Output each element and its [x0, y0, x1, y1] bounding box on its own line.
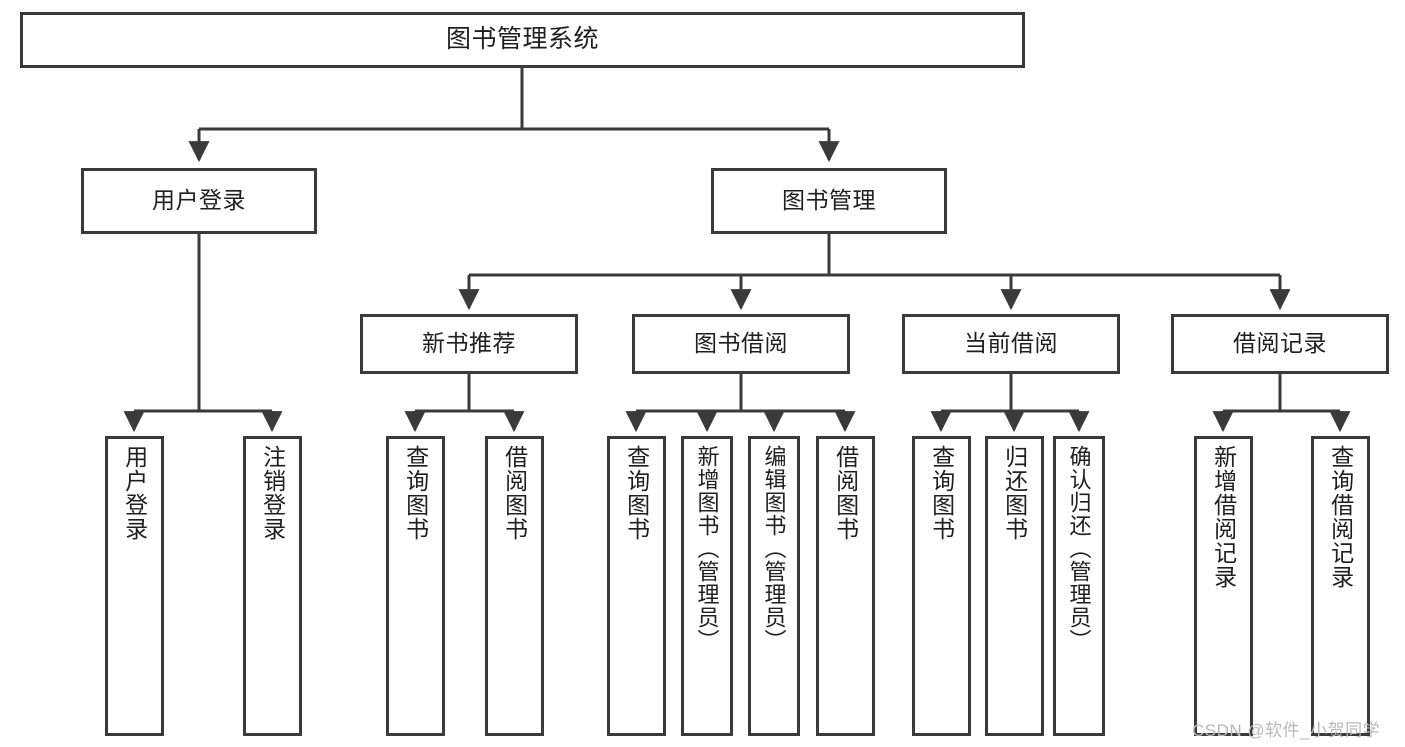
node-leaf-query-record-label: 查询借阅记录: [1327, 445, 1354, 589]
node-leaf-add-record[interactable]: 新增借阅记录: [1194, 436, 1253, 736]
node-leaf-query-book-2-label: 查询图书: [623, 445, 650, 541]
node-leaf-borrow-book-1[interactable]: 借阅图书: [485, 436, 544, 736]
node-leaf-borrow-book-2-label: 借阅图书: [832, 445, 859, 541]
node-borrow-record-label: 借阅记录: [1233, 330, 1327, 357]
node-borrow-record[interactable]: 借阅记录: [1171, 314, 1389, 374]
node-leaf-add-record-label: 新增借阅记录: [1210, 445, 1237, 589]
node-root-label: 图书管理系统: [445, 25, 599, 54]
node-leaf-query-book-2[interactable]: 查询图书: [607, 436, 666, 736]
node-leaf-query-book-3-label: 查询图书: [928, 445, 955, 541]
node-leaf-query-record[interactable]: 查询借阅记录: [1311, 436, 1370, 736]
node-book-manage-label: 图书管理: [782, 187, 876, 214]
node-leaf-user-login-label: 用户登录: [121, 445, 148, 541]
csdn-watermark: CSDN @软件_小贺同学: [1192, 721, 1381, 740]
node-leaf-user-logout[interactable]: 注销登录: [243, 436, 302, 736]
node-book-borrow-label: 图书借阅: [694, 330, 788, 357]
node-leaf-return-book-label: 归还图书: [1001, 445, 1028, 541]
node-leaf-return-book[interactable]: 归还图书: [985, 436, 1044, 736]
node-leaf-borrow-book-1-label: 借阅图书: [501, 445, 528, 541]
node-leaf-query-book-1[interactable]: 查询图书: [386, 436, 445, 736]
node-current-borrow-label: 当前借阅: [964, 330, 1058, 357]
node-user-login[interactable]: 用户登录: [81, 168, 317, 234]
node-user-login-label: 用户登录: [152, 187, 246, 214]
node-leaf-confirm-return-label: 确认归还（管理员）: [1066, 445, 1092, 652]
node-leaf-add-book[interactable]: 新增图书（管理员）: [681, 436, 733, 736]
node-leaf-add-book-label: 新增图书（管理员）: [694, 445, 720, 652]
node-root[interactable]: 图书管理系统: [20, 12, 1025, 68]
node-book-borrow[interactable]: 图书借阅: [632, 314, 850, 374]
node-new-book-rec-label: 新书推荐: [422, 330, 516, 357]
node-current-borrow[interactable]: 当前借阅: [902, 314, 1120, 374]
node-leaf-confirm-return[interactable]: 确认归还（管理员）: [1053, 436, 1105, 736]
node-leaf-user-logout-label: 注销登录: [259, 445, 286, 541]
node-new-book-rec[interactable]: 新书推荐: [360, 314, 578, 374]
node-leaf-edit-book-label: 编辑图书（管理员）: [761, 445, 787, 652]
node-leaf-query-book-3[interactable]: 查询图书: [912, 436, 971, 736]
node-leaf-borrow-book-2[interactable]: 借阅图书: [816, 436, 875, 736]
node-leaf-user-login[interactable]: 用户登录: [105, 436, 164, 736]
node-leaf-query-book-1-label: 查询图书: [402, 445, 429, 541]
node-leaf-edit-book[interactable]: 编辑图书（管理员）: [748, 436, 800, 736]
node-book-manage[interactable]: 图书管理: [711, 168, 947, 234]
